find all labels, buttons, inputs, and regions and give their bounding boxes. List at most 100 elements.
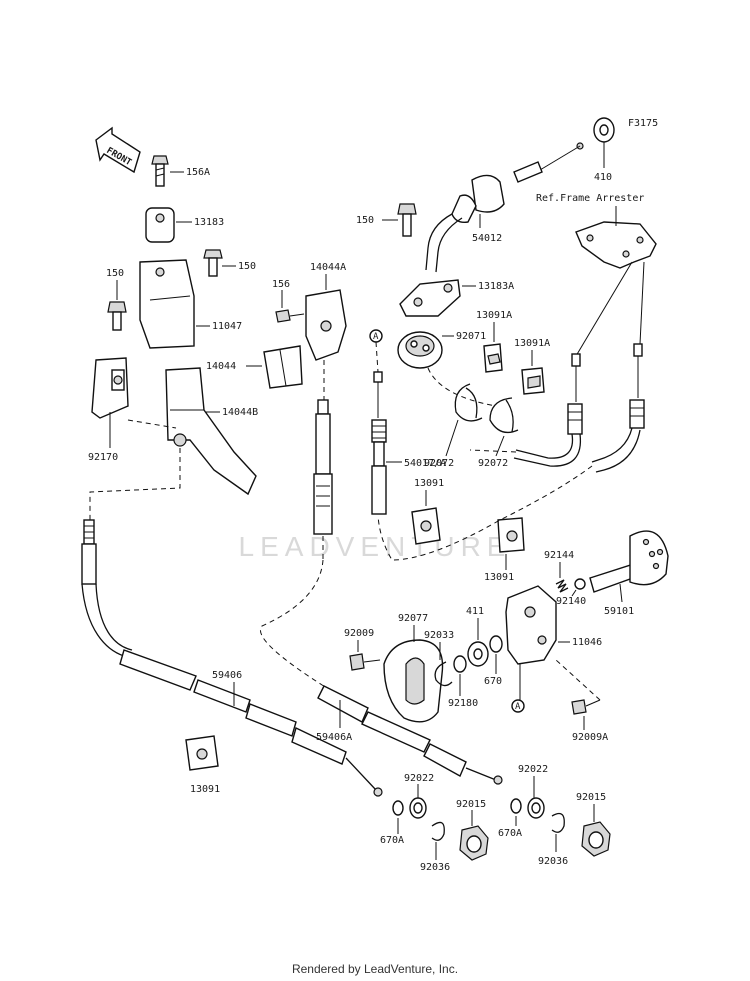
clip-92072-right <box>489 397 519 434</box>
rubber-13091-bottom <box>185 735 219 771</box>
label-54017A: 54017/A <box>404 458 446 469</box>
label-14044B: 14044B <box>222 407 258 418</box>
label-410: 410 <box>594 172 612 183</box>
grommet-92071 <box>397 331 443 369</box>
cable-right-a <box>513 353 583 467</box>
cable-end-54017A <box>371 371 387 515</box>
label-92180: 92180 <box>448 698 478 709</box>
washer-92022-left <box>409 797 427 819</box>
cable-end-center <box>313 399 333 535</box>
bracket-14044B <box>165 367 257 496</box>
label-92009A: 92009A <box>572 732 608 743</box>
bolt-92009A <box>571 699 601 715</box>
rubber-13091-mid <box>497 517 525 553</box>
rubber-13091A-left <box>483 343 503 373</box>
label-92170: 92170 <box>88 452 118 463</box>
label-54012: 54012 <box>472 233 502 244</box>
label-156: 156 <box>272 279 290 290</box>
label-92140: 92140 <box>556 596 586 607</box>
knob-92077 <box>383 639 444 723</box>
rubber-13091-top <box>411 507 441 545</box>
washer-411 <box>467 641 489 667</box>
holder-14044 <box>263 345 303 389</box>
bolt-150-right <box>397 203 417 237</box>
spring-92144 <box>555 579 569 593</box>
ball-92140 <box>574 578 586 590</box>
ref-frame-arrester-label: Ref.Frame Arrester <box>536 193 644 204</box>
watermark-text: LEADVENTURE <box>239 531 512 562</box>
label-670A-right: 670A <box>498 828 522 839</box>
footer-credit: Rendered by LeadVenture, Inc. <box>291 962 459 976</box>
label-14044: 14044 <box>206 361 236 372</box>
bolt-156 <box>275 309 305 323</box>
label-670A-left: 670A <box>380 835 404 846</box>
label-13183: 13183 <box>194 217 224 228</box>
washer-92180 <box>453 655 467 673</box>
svg-text:A: A <box>373 332 379 342</box>
ring-670A-left <box>392 800 404 816</box>
label-92022-left: 92022 <box>404 773 434 784</box>
bolt-150-left <box>107 301 127 331</box>
plate-13183A <box>399 279 461 317</box>
label-92015-left: 92015 <box>456 799 486 810</box>
label-13091A-left: 13091A <box>476 310 512 321</box>
label-150-right: 150 <box>356 215 374 226</box>
rubber-13091A-right <box>521 367 545 395</box>
label-59406A: 59406A <box>316 732 352 743</box>
cable-59406A <box>317 685 503 785</box>
holder-14044A <box>305 289 347 361</box>
marker-a-top: A <box>369 329 383 343</box>
clamp-92170 <box>91 357 129 419</box>
label-13091A-right: 13091A <box>514 338 550 349</box>
clip-92036-left <box>431 821 445 841</box>
nut-92015-right <box>581 821 611 857</box>
figure-code: F3175 <box>628 118 658 129</box>
clip-92036-right <box>551 812 565 833</box>
front-arrow-icon: FRONT <box>95 126 141 174</box>
label-13091-bottom: 13091 <box>190 784 220 795</box>
plate-11046 <box>505 585 557 665</box>
cable-54012 <box>425 142 584 273</box>
label-150-left: 150 <box>106 268 124 279</box>
label-150-mid: 150 <box>238 261 256 272</box>
label-14044A: 14044A <box>310 262 346 273</box>
bolt-92009 <box>349 653 381 671</box>
label-92036-right: 92036 <box>538 856 568 867</box>
cable-59406 <box>81 519 383 797</box>
label-92144: 92144 <box>544 550 574 561</box>
label-92036-left: 92036 <box>420 862 450 873</box>
label-13183A: 13183A <box>478 281 514 292</box>
washer-410 <box>593 117 615 143</box>
label-670: 670 <box>484 676 502 687</box>
label-92072-left: 92072 <box>424 458 454 469</box>
label-92033: 92033 <box>424 630 454 641</box>
label-411: 411 <box>466 606 484 617</box>
bracket-11047 <box>139 259 195 349</box>
label-92015-right: 92015 <box>576 792 606 803</box>
plate-13183 <box>145 207 175 243</box>
label-92072-right: 92072 <box>478 458 508 469</box>
arrester-bracket <box>575 221 657 269</box>
nut-92015-left <box>459 825 489 861</box>
label-11046: 11046 <box>572 637 602 648</box>
shaft-59101 <box>589 530 669 593</box>
label-59406: 59406 <box>212 670 242 681</box>
marker-a-bottom: A <box>511 699 525 713</box>
label-92022-right: 92022 <box>518 764 548 775</box>
cable-right-b <box>591 343 645 473</box>
label-156A: 156A <box>186 167 210 178</box>
bolt-150-mid <box>203 249 223 277</box>
label-59101: 59101 <box>604 606 634 617</box>
washer-92022-right <box>527 797 545 819</box>
ring-670A-right <box>510 798 522 814</box>
svg-text:A: A <box>515 702 521 712</box>
label-92009: 92009 <box>344 628 374 639</box>
ring-670 <box>489 635 503 653</box>
clip-92072-left <box>454 383 483 422</box>
label-13091-mid: 13091 <box>484 572 514 583</box>
label-92077: 92077 <box>398 613 428 624</box>
label-13091-top: 13091 <box>414 478 444 489</box>
bolt-156A <box>151 155 169 187</box>
clip-92033 <box>434 661 453 687</box>
